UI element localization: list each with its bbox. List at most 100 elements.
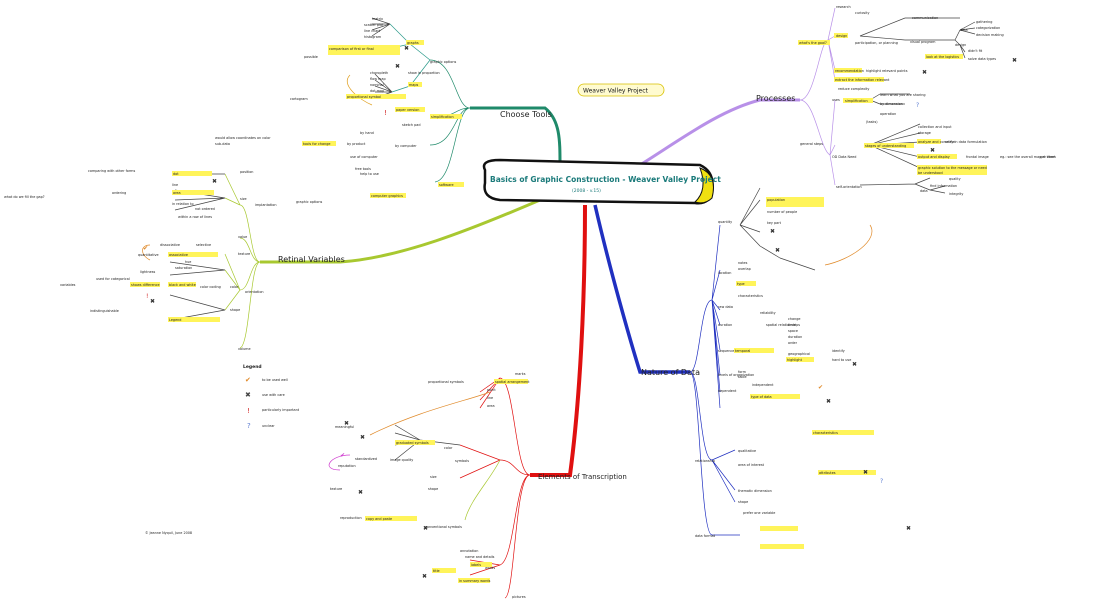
processes-node-15[interactable]: recommendation — [835, 69, 864, 73]
choose-tools-node-25[interactable]: use of computer — [350, 155, 378, 159]
processes-node-27[interactable]: collection and input — [918, 125, 952, 129]
retinal-node-27[interactable]: variables — [60, 283, 76, 287]
nature-node-20[interactable]: geographical — [788, 352, 810, 356]
processes-node-26[interactable]: (tasks) — [866, 120, 878, 124]
central-node[interactable]: Basics of Graphic Construction - Weaver … — [482, 158, 721, 205]
retinal-node-0[interactable]: size — [240, 197, 247, 201]
processes-node-12[interactable]: didn't fit — [968, 49, 983, 53]
nature-node-3[interactable]: key part — [767, 221, 782, 225]
choose-tools-node-0[interactable]: graphs — [407, 41, 419, 45]
elements-node-20[interactable]: labels — [471, 563, 481, 567]
elements-node-6[interactable]: proportional symbols — [428, 380, 464, 384]
branch-label-nature[interactable]: Nature of Data — [641, 368, 700, 377]
choose-tools-node-11[interactable]: nominal — [370, 83, 384, 87]
elements-node-19[interactable]: words — [485, 566, 495, 570]
nature-node-18[interactable]: sequence — [718, 349, 734, 353]
choose-tools-node-1[interactable]: maps — [409, 83, 419, 87]
branch-label-retinal[interactable]: Retinal Variables — [278, 255, 345, 264]
processes-node-41[interactable]: integrity — [949, 192, 963, 196]
elements-node-21[interactable]: title — [433, 569, 440, 573]
elements-node-9[interactable]: standardized — [355, 457, 377, 461]
nature-node-25[interactable]: form — [738, 370, 747, 374]
choose-tools-node-5[interactable]: histogram — [364, 35, 382, 39]
retinal-node-14[interactable]: not ordered — [195, 207, 215, 211]
elements-node-8[interactable]: meaningful — [335, 425, 354, 429]
retinal-node-12[interactable]: ordering — [112, 191, 126, 195]
retinal-node-31[interactable]: volume — [238, 347, 251, 351]
elements-node-5[interactable]: symbols — [455, 459, 469, 463]
nature-node-31[interactable]: qualitative — [738, 449, 756, 453]
processes-node-19[interactable]: uses — [832, 98, 840, 102]
retinal-node-1[interactable]: implantation — [255, 203, 276, 207]
retinal-node-13[interactable]: in relation to — [172, 202, 194, 206]
nature-node-36[interactable]: attributes — [819, 471, 836, 475]
nature-node-30[interactable]: relationship — [695, 459, 715, 463]
nature-node-32[interactable]: area of interest — [738, 463, 765, 467]
nature-node-16[interactable]: duration — [788, 335, 802, 339]
choose-tools-node-19[interactable]: would allow coordinates on color — [215, 136, 271, 140]
nature-node-19[interactable]: temporal — [735, 349, 750, 353]
retinal-node-28[interactable]: Legend — [169, 318, 181, 322]
processes-node-10[interactable]: visual program — [910, 40, 936, 44]
choose-tools-node-16[interactable]: simplification — [431, 115, 454, 119]
processes-node-24[interactable]: operation — [880, 112, 896, 116]
processes-node-25[interactable]: general steps — [800, 142, 823, 146]
choose-tools-node-3[interactable]: scatter plot — [364, 23, 384, 27]
elements-node-25[interactable]: pictures — [512, 595, 526, 599]
processes-node-1[interactable]: research — [836, 5, 851, 9]
nature-node-11[interactable]: duration — [718, 323, 732, 327]
processes-node-20[interactable]: simplification — [845, 99, 868, 103]
nature-node-37[interactable]: prefer one variable — [743, 511, 775, 515]
elements-node-15[interactable]: texture — [330, 487, 342, 491]
nature-node-13[interactable]: change — [788, 317, 800, 321]
elements-node-4[interactable]: area — [487, 404, 495, 408]
processes-node-0[interactable]: what's the goal? — [799, 41, 827, 45]
retinal-node-10[interactable]: line — [172, 183, 178, 187]
retinal-node-16[interactable]: selective — [196, 243, 211, 247]
elements-node-18[interactable]: copy and paste — [366, 517, 392, 521]
processes-node-39[interactable]: data — [920, 189, 928, 193]
retinal-node-22[interactable]: lightness — [140, 270, 156, 274]
processes-node-21[interactable]: learn what you are sharing — [880, 93, 926, 97]
retinal-node-5[interactable]: color — [230, 285, 239, 289]
retinal-node-9[interactable]: dot — [173, 172, 179, 176]
processes-node-9[interactable]: decision making — [976, 33, 1004, 37]
nature-node-35[interactable]: characteristics — [813, 431, 838, 435]
choose-tools-node-10[interactable]: flow map — [370, 77, 386, 81]
elements-node-14[interactable]: color — [444, 446, 453, 450]
project-label[interactable]: Weaver Valley Project — [577, 83, 665, 97]
nature-node-8[interactable]: characteristics — [738, 294, 763, 298]
choose-tools-node-15[interactable]: show in proportion — [408, 71, 440, 75]
elements-node-13[interactable]: shape — [428, 487, 438, 491]
processes-node-35[interactable]: get them — [1040, 155, 1056, 159]
elements-node-11[interactable]: image quality — [390, 458, 413, 462]
choose-tools-node-23[interactable]: by product — [347, 142, 366, 146]
nature-node-5[interactable]: notes — [738, 261, 748, 265]
processes-node-32[interactable]: output and display — [918, 155, 950, 159]
elements-node-22[interactable]: annotation — [460, 549, 478, 553]
retinal-node-21[interactable]: saturation — [175, 266, 192, 270]
branch-label-elements[interactable]: Elements of Transcription — [538, 473, 627, 481]
choose-tools-node-4[interactable]: line chart — [364, 29, 381, 33]
retinal-node-17[interactable]: dissociative — [160, 243, 180, 247]
elements-node-16[interactable]: conventional symbols — [425, 525, 462, 529]
processes-node-2[interactable]: curiosity — [855, 11, 869, 15]
retinal-node-6[interactable]: orientation — [245, 290, 264, 294]
processes-node-29[interactable]: stages of understanding — [865, 144, 906, 148]
retinal-node-2[interactable]: position — [240, 170, 253, 174]
elements-node-0[interactable]: marks — [515, 372, 526, 376]
elements-node-1[interactable]: spatial arrangement — [495, 380, 530, 384]
elements-node-24[interactable]: in summary words — [459, 579, 491, 583]
branch-label-choose-tools[interactable]: Choose Tools — [500, 110, 552, 119]
processes-node-40[interactable]: quality — [949, 177, 961, 181]
processes-node-30[interactable]: analyze and correlate — [918, 140, 955, 144]
processes-node-31[interactable]: unify in data formulation — [945, 140, 987, 144]
processes-node-14[interactable]: solve data types — [968, 57, 996, 61]
nature-node-24[interactable]: levels of organization — [718, 373, 754, 377]
choose-tools-node-17[interactable]: paper version — [396, 108, 419, 112]
choose-tools-node-28[interactable]: software — [439, 183, 454, 187]
nature-node-2[interactable]: number of people — [767, 210, 797, 214]
processes-node-13[interactable]: look at the logistics — [926, 55, 959, 59]
processes-node-22[interactable]: by dimension — [880, 102, 903, 106]
retinal-node-8[interactable]: comparing with other forms — [88, 169, 135, 173]
